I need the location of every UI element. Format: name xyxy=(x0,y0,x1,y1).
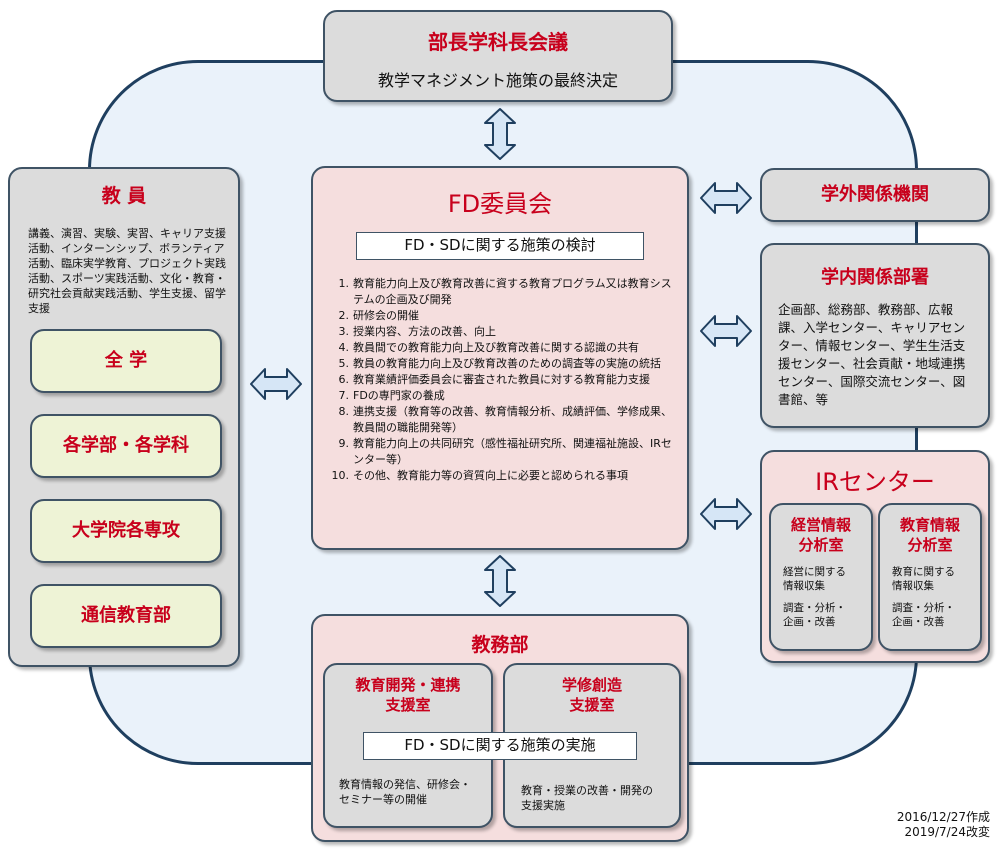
academic-right-office-desc: 教育・授業の改善・開発の支援実施 xyxy=(521,784,653,812)
fd-item: 1.教育能力向上及び教育改善に資する教育プログラム又は教育システムの企画及び開発 xyxy=(329,276,679,308)
fd-item-text: その他、教育能力等の資質向上に必要と認められる事項 xyxy=(353,469,628,482)
academic-banner: FD・SDに関する施策の実施 xyxy=(363,732,637,760)
fd-item-text: 教育業績評価委員会に審査された教員に対する教育能力支援 xyxy=(353,373,650,386)
date-created: 2016/12/27作成 xyxy=(896,810,990,824)
top-council-title: 部長学科長会議 xyxy=(428,30,568,54)
fd-item-number: 7. xyxy=(338,389,350,402)
fd-item-text: 教育能力向上及び教育改善に資する教育プログラム又は教育システムの企画及び開発 xyxy=(353,277,672,306)
top-council-subtitle: 教学マネジメント施策の最終決定 xyxy=(377,71,618,90)
fd-committee-title: FD委員会 xyxy=(447,190,553,218)
fd-item-text: 授業内容、方法の改善、向上 xyxy=(353,325,496,338)
vertical-arrow-bottom xyxy=(484,555,516,607)
fd-item-number: 10. xyxy=(331,469,350,482)
ir-room-management: 経営情報 分析室 経営に関する 情報収集 調査・分析・ 企画・改善 xyxy=(769,503,873,651)
fd-item: 9.教育能力向上の共同研究（感性福祉研究所、関連福祉施設、IRセンター等） xyxy=(329,436,679,468)
fd-item: 4.教員間での教育能力向上及び教育改善に関する認識の共有 xyxy=(329,340,679,356)
fd-item-number: 4. xyxy=(338,341,350,354)
date-revised: 2019/7/24改変 xyxy=(904,825,990,839)
fd-item-text: 連携支援（教育等の改善、教育情報分析、成績評価、学修成果、教員間の職能開発等） xyxy=(353,405,672,434)
external-title: 学外関係機関 xyxy=(821,184,929,205)
academic-left-office-title: 教育開発・連携 支援室 xyxy=(355,676,461,714)
fd-item-text: 研修会の開催 xyxy=(353,309,419,322)
internal-title: 学内関係部署 xyxy=(821,267,929,288)
fd-item-text: FDの専門家の養成 xyxy=(353,389,445,402)
fd-committee-subtitle: FD・SDに関する施策の検討 xyxy=(356,232,644,260)
ir-room-education-desc2: 調査・分析・ 企画・改善 xyxy=(892,602,955,628)
fd-item-number: 8. xyxy=(338,405,350,418)
academic-left-office-desc: 教育情報の発信、研修会・セミナー等の開催 xyxy=(339,778,471,806)
ir-room-management-desc: 経営に関する 情報収集 xyxy=(783,566,846,592)
horizontal-arrow-ir xyxy=(700,498,752,530)
faculty-box: 教 員 講義、演習、実験、実習、キャリア支援活動、インターンシップ、ボランティア… xyxy=(8,167,240,667)
top-council-box: 部長学科長会議 教学マネジメント施策の最終決定 xyxy=(323,10,673,102)
date-stamp: 2016/12/27作成 2019/7/24改変 xyxy=(840,810,990,840)
fd-item: 2.研修会の開催 xyxy=(329,308,679,324)
fd-item: 6.教育業績評価委員会に審査された教員に対する教育能力支援 xyxy=(329,372,679,388)
fd-item-number: 3. xyxy=(338,325,350,338)
fd-item-number: 5. xyxy=(338,357,350,370)
fd-item: 3.授業内容、方法の改善、向上 xyxy=(329,324,679,340)
faculty-unit-graduate: 大学院各専攻 xyxy=(30,499,222,563)
faculty-unit-all: 全 学 xyxy=(30,329,222,393)
fd-item: 7.FDの専門家の養成 xyxy=(329,388,679,404)
fd-item: 10.その他、教育能力等の資質向上に必要と認められる事項 xyxy=(329,468,679,484)
academic-right-office-title: 学修創造 支援室 xyxy=(561,676,622,714)
fd-item-number: 9. xyxy=(338,437,350,450)
internal-description: 企画部、総務部、教務部、広報課、入学センター、キャリアセンター、情報センター、学… xyxy=(778,302,966,407)
faculty-title: 教 員 xyxy=(101,185,147,207)
fd-items-list: 1.教育能力向上及び教育改善に資する教育プログラム又は教育システムの企画及び開発… xyxy=(329,276,679,484)
faculty-description: 講義、演習、実験、実習、キャリア支援活動、インターンシップ、ボランティア活動、臨… xyxy=(28,227,226,315)
fd-item: 8.連携支援（教育等の改善、教育情報分析、成績評価、学修成果、教員間の職能開発等… xyxy=(329,404,679,436)
vertical-arrow-top xyxy=(484,108,516,160)
fd-item: 5.教員の教育能力向上及び教育改善のための調査等の実施の統括 xyxy=(329,356,679,372)
fd-item-number: 6. xyxy=(338,373,350,386)
faculty-unit-correspondence: 通信教育部 xyxy=(30,584,222,648)
horizontal-arrow-internal xyxy=(700,315,752,347)
academic-affairs-title: 教務部 xyxy=(471,634,529,656)
ir-room-management-title: 経営情報 分析室 xyxy=(790,516,851,554)
horizontal-arrow-left xyxy=(250,368,302,400)
fd-item-number: 1. xyxy=(338,277,350,290)
fd-item-number: 2. xyxy=(338,309,350,322)
ir-room-education-desc: 教育に関する 情報収集 xyxy=(892,566,955,592)
faculty-unit-departments: 各学部・各学科 xyxy=(30,414,222,478)
internal-box: 学内関係部署 企画部、総務部、教務部、広報課、入学センター、キャリアセンター、情… xyxy=(760,243,990,428)
ir-room-management-desc2: 調査・分析・ 企画・改善 xyxy=(783,602,846,628)
fd-item-text: 教員間での教育能力向上及び教育改善に関する認識の共有 xyxy=(353,341,639,354)
ir-center-title: IRセンター xyxy=(815,468,935,496)
fd-item-text: 教員の教育能力向上及び教育改善のための調査等の実施の統括 xyxy=(353,357,661,370)
external-box: 学外関係機関 xyxy=(760,168,990,222)
fd-item-text: 教育能力向上の共同研究（感性福祉研究所、関連福祉施設、IRセンター等） xyxy=(353,437,672,466)
fd-committee-box: FD委員会 FD・SDに関する施策の検討 1.教育能力向上及び教育改善に資する教… xyxy=(311,166,689,550)
horizontal-arrow-external xyxy=(700,182,752,214)
ir-room-education-title: 教育情報 分析室 xyxy=(899,516,960,554)
ir-room-education: 教育情報 分析室 教育に関する 情報収集 調査・分析・ 企画・改善 xyxy=(878,503,982,651)
